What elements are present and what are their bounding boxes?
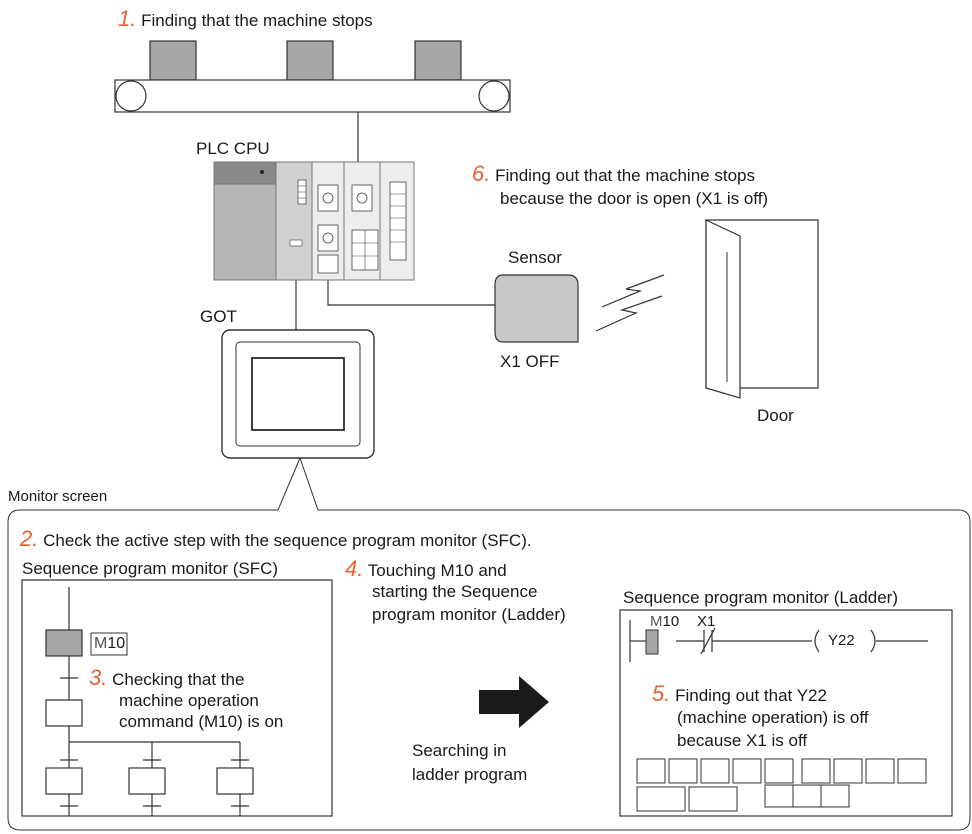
ladder-coil-label: Y22	[828, 632, 855, 649]
step-5-line-3: because X1 is off	[677, 731, 808, 750]
step-5-number: 5.	[652, 681, 671, 706]
conveyor-roller-left	[115, 80, 147, 112]
ladder-m10-contact	[645, 629, 659, 655]
step-3-caption: 3. Checking that the	[89, 667, 244, 690]
callout-pointer-left	[277, 457, 301, 511]
plc-cpu-label: PLC CPU	[196, 139, 270, 158]
search-arrow	[479, 676, 549, 728]
step-1-text: Finding that the machine stops	[141, 11, 373, 30]
sfc-monitor-title: Sequence program monitor (SFC)	[22, 559, 279, 578]
ladder-x1-label: X1	[697, 613, 716, 630]
monitor-screen-label: Monitor screen	[8, 488, 108, 505]
monitor-screen-callout	[7, 509, 971, 831]
sensor-label: Sensor	[508, 248, 562, 267]
callout-pointer-right	[299, 457, 319, 511]
sensor-body	[494, 274, 579, 343]
step-4-line-2: starting the Sequence	[372, 582, 538, 601]
conveyor-box-3	[414, 40, 462, 81]
sfc-m10-box	[90, 632, 128, 656]
step-4-line-1: Touching M10 and	[367, 561, 507, 580]
signal-bolt-1	[601, 274, 665, 308]
step-2-text: Check the active step with the sequence …	[43, 531, 532, 550]
door-graphic	[705, 219, 819, 399]
ladder-m10-label: M10	[650, 613, 680, 630]
x1-off-label: X1 OFF	[500, 352, 560, 371]
ladder-monitor	[619, 609, 953, 817]
plc-cpu-module	[275, 161, 313, 281]
searching-line-2: ladder program	[412, 765, 528, 784]
step-6-number: 6.	[472, 161, 491, 186]
ladder-keypad-row-2	[636, 784, 850, 812]
sfc-active-step	[45, 629, 83, 657]
conveyor-belt	[114, 79, 511, 113]
got-label: GOT	[200, 307, 237, 326]
step-1-number: 1.	[118, 6, 137, 31]
step-5-caption: 5. Finding out that Y22	[652, 683, 827, 706]
ladder-monitor-title: Sequence program monitor (Ladder)	[623, 588, 898, 607]
door-label: Door	[757, 406, 794, 425]
step-3-line-3: command (M10) is on	[119, 712, 284, 731]
sfc-m10-label: M10	[94, 635, 126, 652]
step-2-number: 2.	[20, 526, 39, 551]
step-5-line-1: Finding out that Y22	[675, 686, 827, 705]
sfc-step-2	[45, 699, 83, 727]
sfc-branch-step-3	[216, 767, 254, 795]
ladder-coil-left	[814, 629, 820, 653]
sfc-branch-step-2	[128, 767, 166, 795]
step-4-number: 4.	[345, 556, 364, 581]
conveyor-roller-right	[478, 80, 510, 112]
step-3-line-1: Checking that the	[112, 670, 245, 689]
step-3-line-2: machine operation	[119, 691, 259, 710]
plc-sensor-line	[327, 280, 495, 306]
step-4-caption: 4. Touching M10 and	[345, 558, 507, 581]
plc-cpu-unit	[213, 161, 415, 281]
got-screen	[251, 357, 345, 431]
step-6-line-1: Finding out that the machine stops	[495, 166, 755, 185]
step-3-number: 3.	[89, 665, 108, 690]
signal-bolt-2	[595, 295, 663, 332]
searching-line-1: Searching in	[412, 741, 507, 760]
conveyor-box-1	[149, 40, 197, 81]
ladder-keypad-row-1	[636, 758, 927, 784]
sfc-branch-step-1	[45, 767, 83, 795]
step-1-caption: 1. Finding that the machine stops	[118, 8, 373, 31]
ladder-coil-right	[870, 629, 876, 653]
got-panel	[221, 329, 375, 459]
step-2-caption: 2. Check the active step with the sequen…	[20, 528, 532, 551]
conveyor-box-2	[286, 40, 334, 81]
conveyor	[114, 40, 511, 113]
sfc-monitor	[21, 579, 333, 817]
step-6-caption: 6. Finding out that the machine stops	[472, 163, 755, 186]
step-6-line-2: because the door is open (X1 is off)	[500, 189, 769, 208]
step-5-line-2: (machine operation) is off	[677, 708, 869, 727]
step-4-line-3: program monitor (Ladder)	[372, 605, 566, 624]
